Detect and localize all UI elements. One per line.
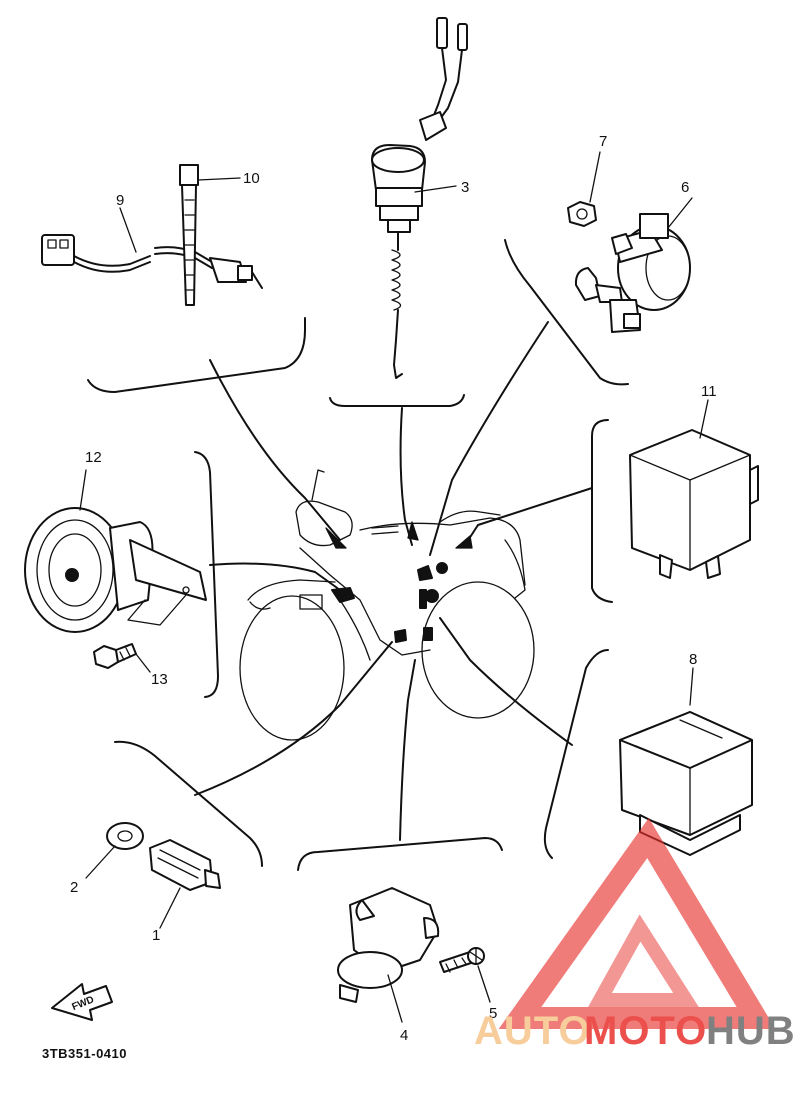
callout-10: 10	[243, 170, 260, 187]
motorcycle-outline	[239, 469, 535, 741]
part-10-cable-tie	[179, 164, 241, 306]
callout-4: 4	[400, 1027, 408, 1044]
automotohub-watermark: AUTO MOTO HUB	[474, 817, 796, 1053]
callout-7: 7	[599, 133, 607, 150]
callout-11: 11	[701, 383, 717, 400]
part-13-bolt	[93, 643, 151, 673]
fwd-arrow: FWD	[51, 983, 113, 1021]
part-11-relay	[629, 399, 759, 579]
part-9-wire-harness	[41, 207, 263, 289]
part-12-horn	[24, 469, 207, 633]
watermark-text-auto: AUTO	[474, 1009, 591, 1053]
callout-1: 1	[152, 927, 160, 944]
part-3-switch	[371, 17, 468, 379]
watermark-text-moto: MOTO	[584, 1009, 707, 1053]
part-4-switch	[337, 887, 440, 1023]
logo-outer-triangle	[498, 817, 776, 1029]
part-8-flasher	[619, 667, 753, 856]
connector-lines	[194, 321, 593, 841]
attachment-points	[325, 521, 473, 643]
part-6-solenoid	[574, 197, 693, 333]
part-5-screw	[439, 947, 491, 1003]
watermark-text-hub: HUB	[706, 1009, 796, 1053]
part-1-switch	[149, 839, 221, 929]
part-7-nut	[567, 151, 601, 227]
callout-2: 2	[70, 879, 78, 896]
callout-numbers: 1 2 3 4 5 6 7 8 9 10 11 12 13	[70, 133, 717, 1044]
watermark-logo-triangle	[498, 817, 776, 1029]
callout-12: 12	[85, 449, 102, 466]
callout-13: 13	[151, 671, 168, 688]
callout-3: 3	[461, 179, 469, 196]
callout-5: 5	[489, 1005, 497, 1022]
callout-8: 8	[689, 651, 697, 668]
drawing-code: 3TB351-0410	[42, 1046, 127, 1061]
callout-9: 9	[116, 192, 124, 209]
part-2-washer	[85, 822, 144, 879]
group-brackets	[87, 239, 629, 871]
logo-inner-triangle	[588, 914, 699, 1007]
callout-6: 6	[681, 179, 689, 196]
